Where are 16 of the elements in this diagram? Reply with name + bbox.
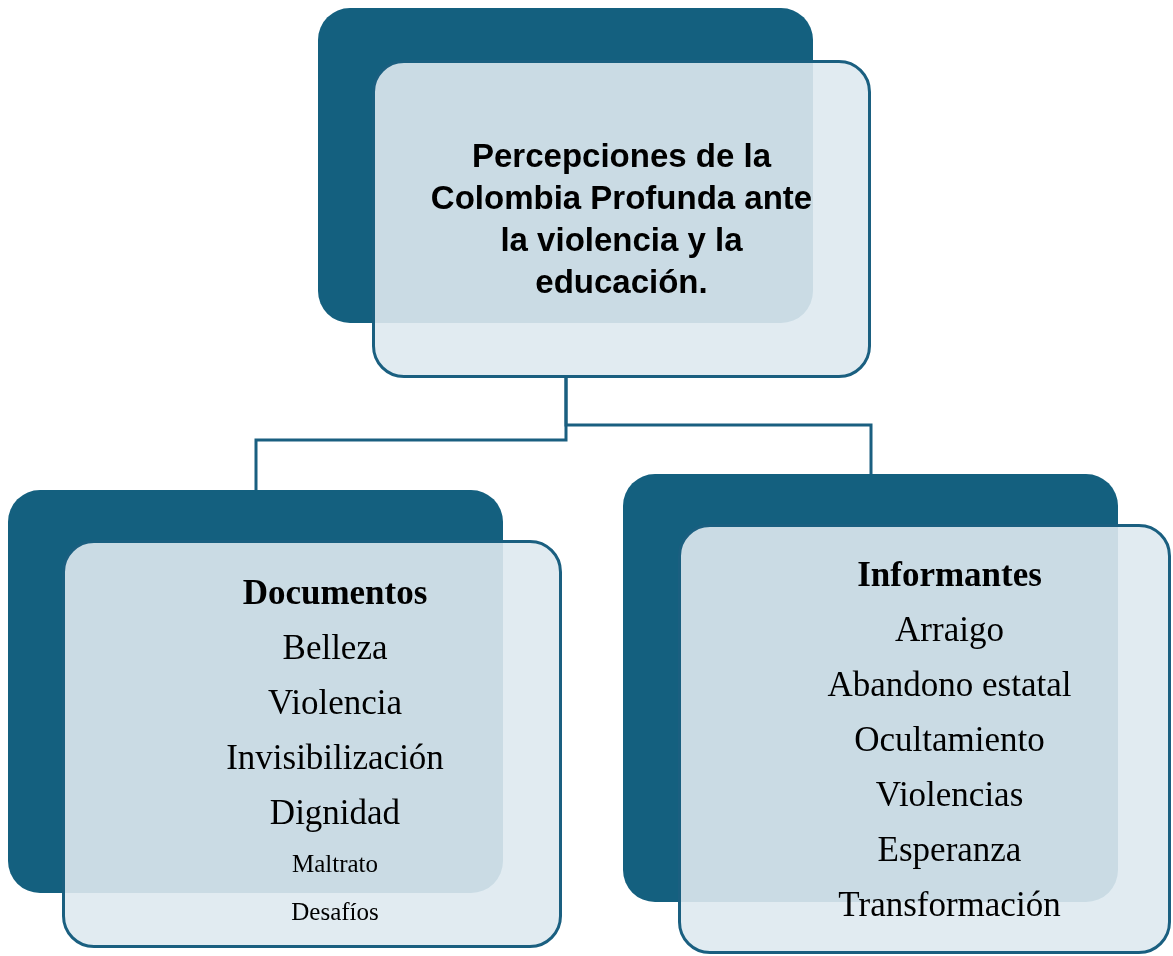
heading-text: Percepciones de la Colombia Profunda ante la violencia y la educación. xyxy=(429,136,814,302)
item-text: Belleza xyxy=(282,627,388,669)
item-text: Abandono estatal xyxy=(827,664,1072,706)
item-text: Dignidad xyxy=(269,792,401,834)
item-text: Esperanza xyxy=(877,829,1022,871)
item-text: Desafíos xyxy=(291,897,379,927)
item-text: Violencia xyxy=(268,682,402,724)
item-text: Invisibilización xyxy=(226,737,444,779)
heading-text: Documentos xyxy=(242,572,428,614)
item-text: Arraigo xyxy=(895,609,1004,651)
item-text: Maltrato xyxy=(291,849,379,879)
connector-line xyxy=(564,378,873,474)
item-text: Transformación xyxy=(838,884,1061,926)
heading-text: Informantes xyxy=(857,554,1042,596)
item-text: Violencias xyxy=(875,774,1024,816)
item-text: Ocultamiento xyxy=(854,719,1045,761)
